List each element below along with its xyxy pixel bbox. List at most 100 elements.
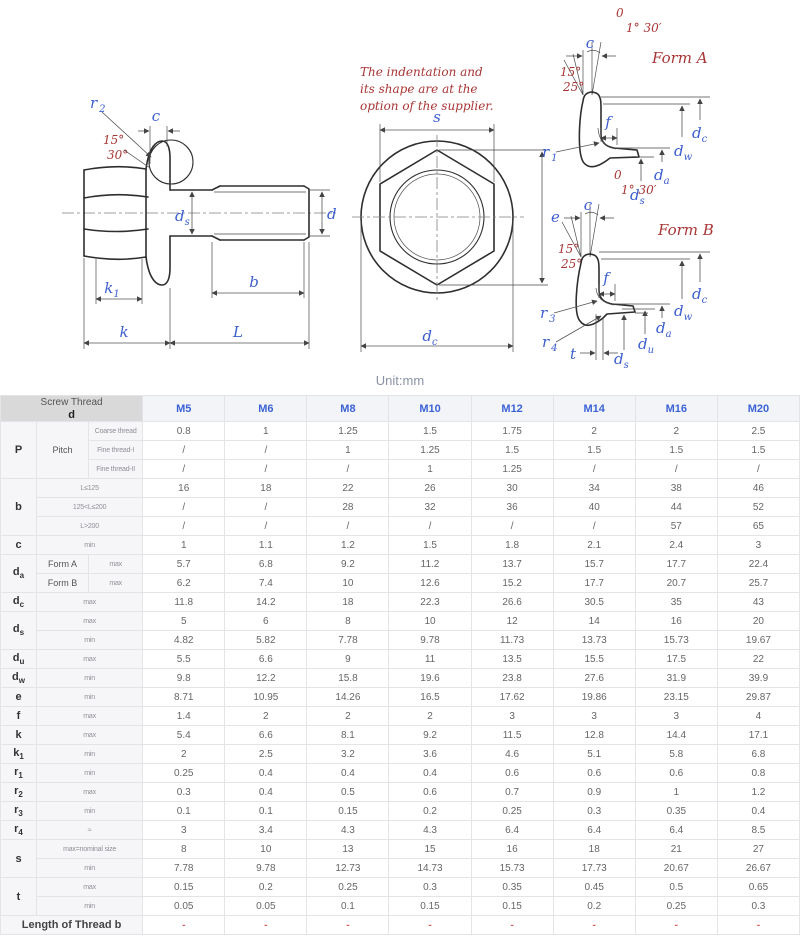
value-cell: 0.35 bbox=[634, 801, 718, 821]
value-cell: 0.45 bbox=[552, 877, 636, 897]
value-cell: 52 bbox=[716, 497, 800, 517]
row-symbol: e bbox=[0, 687, 38, 707]
value-cell: 9.78 bbox=[224, 858, 308, 878]
table-row: Length of Thread b-------- bbox=[0, 915, 800, 935]
value-cell: / bbox=[634, 459, 718, 479]
value-cell: 27 bbox=[716, 839, 800, 859]
row-sublabel: Pitch bbox=[36, 421, 90, 479]
value-cell: 9 bbox=[306, 649, 390, 669]
col-header-m20: M20 bbox=[716, 395, 800, 422]
value-cell: 1 bbox=[634, 782, 718, 802]
col-header-m14: M14 bbox=[552, 395, 636, 422]
value-cell: / bbox=[716, 459, 800, 479]
value-cell: 10 bbox=[306, 573, 390, 593]
value-cell: 5 bbox=[142, 611, 226, 631]
value-cell: 21 bbox=[634, 839, 718, 859]
value-cell: 1.5 bbox=[552, 440, 636, 460]
value-cell: - bbox=[634, 915, 718, 935]
row-constraint: max=nominal size bbox=[36, 839, 144, 859]
row-constraint: min bbox=[36, 858, 144, 878]
value-cell: 12.6 bbox=[388, 573, 472, 593]
value-cell: 2.4 bbox=[634, 535, 718, 555]
value-cell: 1.5 bbox=[470, 440, 554, 460]
value-cell: 11.5 bbox=[470, 725, 554, 745]
form-b-angle-1-30: 1° 30′ bbox=[621, 183, 657, 197]
row-constraint: Fine thread-II bbox=[88, 459, 144, 479]
row-constraint: min bbox=[36, 801, 144, 821]
value-cell: 8.5 bbox=[716, 820, 800, 840]
row-symbol: du bbox=[0, 649, 38, 669]
value-cell: 0.15 bbox=[306, 801, 390, 821]
row-symbol: k1 bbox=[0, 744, 38, 764]
value-cell: 6.6 bbox=[224, 725, 308, 745]
row-sublabel: Form B bbox=[36, 573, 90, 593]
value-cell: 6.4 bbox=[634, 820, 718, 840]
value-cell: / bbox=[142, 516, 226, 536]
value-cell: 12.73 bbox=[306, 858, 390, 878]
value-cell: 0.3 bbox=[142, 782, 226, 802]
value-cell: 0.6 bbox=[634, 763, 718, 783]
dim-label-k: k bbox=[119, 323, 128, 341]
value-cell: 0.6 bbox=[388, 782, 472, 802]
row-symbol: dw bbox=[0, 668, 38, 688]
value-cell: 0.8 bbox=[716, 763, 800, 783]
value-cell: 0.3 bbox=[552, 801, 636, 821]
row-symbol: f bbox=[0, 706, 38, 726]
value-cell: 1 bbox=[388, 459, 472, 479]
value-cell: 17.7 bbox=[634, 554, 718, 574]
value-cell: 3 bbox=[552, 706, 636, 726]
value-cell: 3 bbox=[716, 535, 800, 555]
value-cell: 0.05 bbox=[224, 896, 308, 916]
form-a-dim-da: da bbox=[654, 166, 670, 187]
value-cell: 1.25 bbox=[388, 440, 472, 460]
value-cell: 26 bbox=[388, 478, 472, 498]
value-cell: / bbox=[552, 459, 636, 479]
dim-label-ds: ds bbox=[175, 207, 190, 228]
value-cell: 15 bbox=[388, 839, 472, 859]
value-cell: 11.2 bbox=[388, 554, 472, 574]
row-symbol: r1 bbox=[0, 763, 38, 783]
value-cell: 6.4 bbox=[552, 820, 636, 840]
value-cell: 17.7 bbox=[552, 573, 636, 593]
row-constraint: min bbox=[36, 535, 144, 555]
value-cell: 31.9 bbox=[634, 668, 718, 688]
row-label: Length of Thread b bbox=[0, 915, 144, 935]
row-constraint: max bbox=[36, 706, 144, 726]
value-cell: 22 bbox=[716, 649, 800, 669]
row-constraint: max bbox=[36, 592, 144, 612]
value-cell: 0.1 bbox=[224, 801, 308, 821]
value-cell: - bbox=[388, 915, 472, 935]
value-cell: 13.73 bbox=[552, 630, 636, 650]
value-cell: 6 bbox=[224, 611, 308, 631]
value-cell: 0.4 bbox=[388, 763, 472, 783]
value-cell: - bbox=[716, 915, 800, 935]
value-cell: 15.7 bbox=[552, 554, 636, 574]
value-cell: 1.25 bbox=[470, 459, 554, 479]
value-cell: 15.73 bbox=[634, 630, 718, 650]
value-cell: 14.26 bbox=[306, 687, 390, 707]
fillet-callout-circle bbox=[148, 139, 194, 185]
value-cell: 1.5 bbox=[388, 535, 472, 555]
value-cell: 15.2 bbox=[470, 573, 554, 593]
value-cell: 5.5 bbox=[142, 649, 226, 669]
value-cell: 3 bbox=[470, 706, 554, 726]
value-cell: 0.2 bbox=[388, 801, 472, 821]
value-cell: / bbox=[306, 459, 390, 479]
value-cell: / bbox=[224, 459, 308, 479]
value-cell: 17.62 bbox=[470, 687, 554, 707]
value-cell: 0.25 bbox=[634, 896, 718, 916]
value-cell: 13.7 bbox=[470, 554, 554, 574]
row-symbol: da bbox=[0, 554, 38, 593]
value-cell: 11.8 bbox=[142, 592, 226, 612]
value-cell: / bbox=[552, 516, 636, 536]
